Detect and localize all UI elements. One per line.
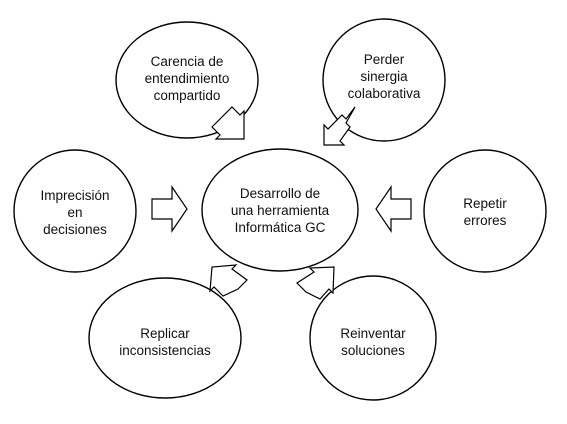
arrow-imprecision (151, 185, 188, 233)
label-replicar: Replicar inconsistencias (119, 326, 211, 358)
arrow-carencia (211, 106, 245, 140)
label-imprecision: Imprecisión en decisiones (40, 187, 110, 237)
bubble-carencia (115, 21, 259, 139)
arrow-reinventar (296, 266, 335, 300)
label-repetir: Repetir errores (463, 196, 507, 228)
arrow-repetir (375, 185, 412, 233)
label-center: Desarrollo de una herramienta Informátic… (230, 185, 330, 235)
bubble-reinventar (309, 275, 437, 401)
bubble-repetir (423, 149, 547, 273)
label-reinventar: Reinventar soluciones (340, 326, 406, 358)
label-perder: Perder sinergia colaborativa (347, 51, 421, 101)
bubble-center (201, 148, 359, 272)
arrow-perder (323, 106, 356, 146)
bubble-replicar (88, 277, 242, 399)
arrow-replicar (209, 264, 248, 297)
bubble-imprecision (13, 149, 137, 273)
label-carencia: Carencia de entendimiento compartido (144, 53, 230, 103)
